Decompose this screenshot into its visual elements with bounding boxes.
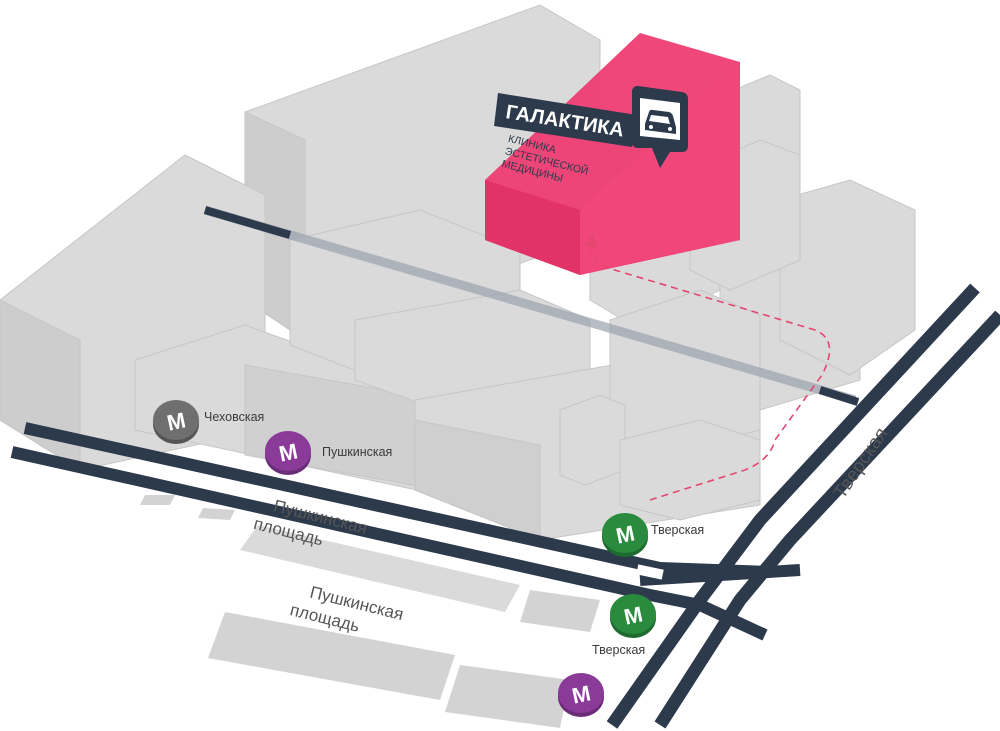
roads	[10, 283, 1000, 729]
metro-marker-chekhovskaya[interactable]: M Чеховская	[153, 400, 264, 444]
metro-label-chekhovskaya: Чеховская	[204, 410, 264, 424]
metro-icon: M	[277, 438, 300, 466]
metro-label-tverskaya-2: Тверская	[592, 643, 645, 657]
crosswalk	[636, 564, 664, 580]
metro-icon: M	[622, 601, 645, 629]
metro-icon: M	[614, 520, 637, 548]
metro-icon: M	[165, 407, 188, 435]
car-icon[interactable]	[632, 86, 688, 168]
walking-route	[584, 233, 831, 501]
metro-label-pushkinskaya: Пушкинская	[322, 445, 392, 459]
metro-marker-tverskaya-2[interactable]: M Тверская	[592, 594, 656, 657]
alley	[203, 205, 860, 406]
metro-marker-pushkinskaya-2[interactable]: M	[558, 673, 604, 717]
ground-blocks	[140, 495, 600, 728]
metro-icon: M	[570, 680, 593, 708]
metro-marker-pushkinskaya[interactable]: M Пушкинская	[265, 431, 392, 475]
metro-marker-tverskaya-1[interactable]: M Тверская	[602, 513, 704, 557]
buildings	[0, 4, 916, 541]
metro-label-tverskaya-1: Тверская	[651, 523, 704, 537]
